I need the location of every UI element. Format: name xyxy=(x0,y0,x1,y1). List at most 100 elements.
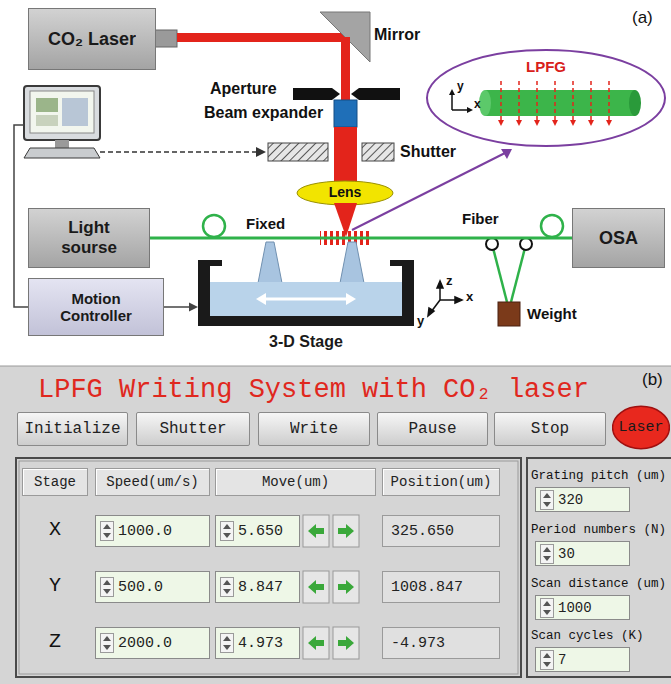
move-field: 5.650 xyxy=(215,515,300,547)
part-label: Shutter xyxy=(400,143,456,161)
node-text: 30 xyxy=(558,546,575,562)
optical-fiber xyxy=(150,238,572,239)
stage-panel xyxy=(16,458,521,677)
weight-block xyxy=(498,302,520,326)
axis-name: X xyxy=(49,518,61,541)
spin-icon xyxy=(100,577,114,597)
axis-name: Y xyxy=(49,574,61,597)
fiber-loop xyxy=(511,244,526,302)
axis-name: Z xyxy=(49,630,61,653)
parameter-label: Grating pitch (um) xyxy=(531,469,666,483)
node-text: Stage xyxy=(34,474,76,490)
node-text: 2000.0 xyxy=(118,635,172,652)
gui-button: Write xyxy=(258,412,370,446)
control-wire xyxy=(100,151,258,153)
speed-field: 2000.0 xyxy=(95,627,210,659)
node-text: 1000 xyxy=(558,600,592,616)
fiber-holder xyxy=(258,242,282,283)
move-field: 4.973 xyxy=(215,627,300,659)
jog-buttons xyxy=(303,515,359,659)
node-text: Speed(um/s) xyxy=(106,474,198,490)
parameter-field: 30 xyxy=(535,541,630,566)
parameter-field: 320 xyxy=(535,487,630,512)
node-text: Laser xyxy=(618,419,663,436)
spin-icon xyxy=(540,650,554,670)
node-text: Move(um) xyxy=(262,474,329,490)
node-text: 325.650 xyxy=(391,523,454,540)
speed-field: 1000.0 xyxy=(95,515,210,547)
node-text: Shutter xyxy=(159,420,226,438)
panel-label: (a) xyxy=(632,8,653,28)
arrow-head xyxy=(256,147,266,157)
axis-label: x xyxy=(474,98,481,112)
fiber-loop xyxy=(492,244,507,302)
node-text: 1000.0 xyxy=(118,523,172,540)
beam-expander xyxy=(334,100,357,127)
gui-button: Pause xyxy=(377,412,488,446)
node-text: 8.847 xyxy=(238,579,283,596)
laser-beam xyxy=(341,37,350,101)
node-text: Pause xyxy=(408,420,456,438)
position-field: 325.650 xyxy=(382,515,500,547)
arrow-head xyxy=(501,149,512,159)
fiber-coil xyxy=(203,215,225,237)
laser-button: Laser xyxy=(612,405,670,450)
translation-stage: 3-D Stage xyxy=(198,256,414,352)
gui-window xyxy=(0,366,671,684)
parameter-field: 1000 xyxy=(535,595,630,620)
node-text: 4.973 xyxy=(238,635,283,652)
shutter-block xyxy=(268,143,328,161)
node-text: 1008.847 xyxy=(391,579,463,596)
spin-icon xyxy=(220,577,234,597)
node-text: Stop xyxy=(531,420,569,438)
spin-icon xyxy=(100,521,114,541)
parameter-panel xyxy=(527,458,671,677)
spin-icon xyxy=(100,633,114,653)
node-text: OSA xyxy=(599,228,638,249)
part-label: Aperture xyxy=(210,80,277,98)
control-arrow xyxy=(164,303,198,312)
gui-button: Initialize xyxy=(17,412,128,446)
node-text: LPFG xyxy=(526,58,566,75)
lens-symbol xyxy=(297,181,393,205)
parameter-field: 7 xyxy=(535,647,630,672)
gui-border xyxy=(0,366,671,367)
node-text: 7 xyxy=(558,652,566,668)
node-text: Initialize xyxy=(24,420,120,438)
aperture-blade xyxy=(293,88,340,100)
gui-button: Stop xyxy=(494,412,606,446)
window-title: LPFG Writing System with CO₂ laser xyxy=(38,375,589,406)
motion-controller-box: Motion Controller xyxy=(28,278,164,336)
panel-label: (b) xyxy=(642,370,663,390)
spin-icon xyxy=(540,598,554,618)
node-text: Motion Controller xyxy=(49,290,143,325)
part-label: Fiber xyxy=(462,210,499,227)
column-header: Speed(um/s) xyxy=(95,468,210,496)
axis-label: z xyxy=(446,274,453,289)
laser-beam xyxy=(177,33,345,42)
control-wire xyxy=(14,125,28,307)
part-label: Weight xyxy=(527,305,577,322)
spin-icon xyxy=(220,633,234,653)
parameter-label: Period numbers (N) xyxy=(531,523,666,537)
node-text: Light sourse xyxy=(53,218,125,257)
stage-panel xyxy=(19,461,518,674)
shutter-block xyxy=(362,143,394,161)
leader-line xyxy=(352,153,505,230)
column-header: Position(um) xyxy=(382,468,500,496)
part-label: Fixed xyxy=(246,215,285,232)
node-text: CO₂ Laser xyxy=(48,29,136,50)
position-field: 1008.847 xyxy=(382,571,500,603)
column-header: Stage xyxy=(22,468,88,496)
pulley xyxy=(520,238,532,250)
part-label: Lens xyxy=(329,184,362,200)
pulley xyxy=(486,238,498,250)
light-source-box: Light sourse xyxy=(28,208,150,268)
laser-nozzle xyxy=(155,30,177,47)
move-field: 8.847 xyxy=(215,571,300,603)
parameter-label: Scan distance (um) xyxy=(531,577,666,591)
spin-icon xyxy=(540,490,554,510)
axis-label: y xyxy=(457,80,464,94)
node-text: Write xyxy=(290,420,338,438)
